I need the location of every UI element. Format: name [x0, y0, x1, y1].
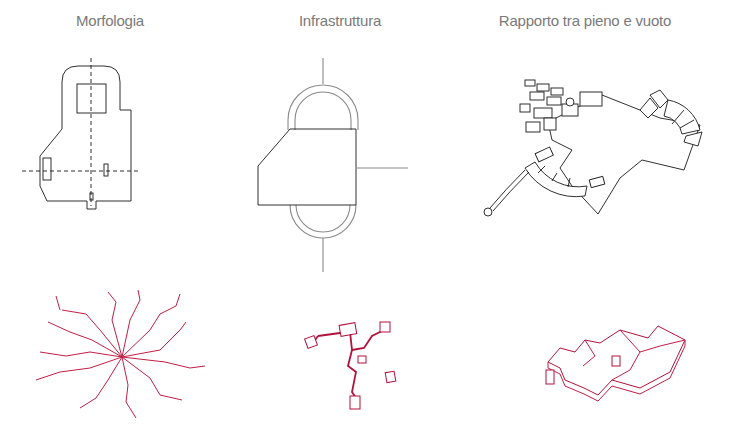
column-heading: Infrastruttura	[299, 12, 381, 29]
road-path	[318, 332, 356, 398]
volume-side	[548, 340, 685, 401]
building-block	[305, 336, 318, 349]
building-block	[380, 322, 390, 332]
radial-line	[40, 352, 122, 357]
road-line	[357, 167, 408, 168]
axis-line	[91, 58, 92, 206]
building-block	[520, 104, 530, 112]
building-block	[350, 396, 360, 409]
axis-line	[22, 171, 138, 172]
plan-outline	[40, 66, 131, 209]
building-block	[551, 88, 563, 95]
plan-block	[43, 158, 51, 180]
access-end	[484, 208, 492, 216]
radial-line	[176, 294, 180, 306]
column-heading: Rapporto tra pieno e vuoto	[499, 12, 671, 29]
plan-block	[90, 193, 93, 200]
volume-division	[583, 340, 595, 366]
volume-division	[612, 330, 685, 380]
infrastructure-plan	[258, 58, 408, 272]
ring-road	[290, 205, 356, 238]
radial-line	[122, 306, 176, 357]
building-block	[358, 356, 366, 363]
building-block	[537, 84, 549, 91]
ring-road	[288, 85, 358, 130]
building-block	[589, 176, 605, 187]
access-path	[490, 170, 525, 208]
arc-building	[525, 162, 587, 197]
building-block	[580, 92, 602, 106]
morphology-plan	[22, 58, 138, 209]
infrastructure-network	[305, 322, 396, 409]
building-block	[385, 371, 396, 382]
building-block	[339, 323, 357, 337]
radial-line	[56, 296, 60, 310]
access-path	[493, 172, 529, 211]
column-heading: Morfologia	[76, 12, 144, 29]
building-block	[640, 98, 658, 118]
ring-road	[295, 92, 351, 130]
fan-building	[664, 100, 700, 134]
building-block	[534, 108, 552, 118]
building-block	[547, 97, 561, 105]
building-block	[526, 122, 540, 132]
ring-road	[296, 205, 350, 232]
solid-void-plan	[484, 80, 702, 216]
plan-block	[104, 164, 108, 176]
building-block	[684, 132, 702, 146]
building-block	[566, 98, 574, 106]
road-line	[322, 58, 323, 84]
plan-square	[77, 84, 106, 113]
radial-line	[122, 322, 186, 357]
solid-void-volume	[546, 326, 685, 401]
building-block	[544, 118, 556, 130]
fan-division	[672, 110, 694, 128]
arc-division	[538, 166, 570, 187]
volume-top	[548, 326, 685, 395]
road-line	[322, 238, 323, 272]
building-block	[546, 370, 554, 384]
building-block	[525, 80, 535, 86]
radial-line	[122, 290, 140, 357]
radial-line	[122, 357, 136, 418]
building-block	[535, 147, 553, 162]
radial-line	[36, 357, 122, 380]
building-block	[612, 356, 620, 366]
morphology-radial	[36, 290, 205, 418]
building-block	[530, 92, 544, 100]
radial-line	[108, 292, 122, 357]
radial-line	[122, 357, 182, 400]
radial-line	[48, 322, 122, 357]
plan-outline	[258, 129, 356, 205]
